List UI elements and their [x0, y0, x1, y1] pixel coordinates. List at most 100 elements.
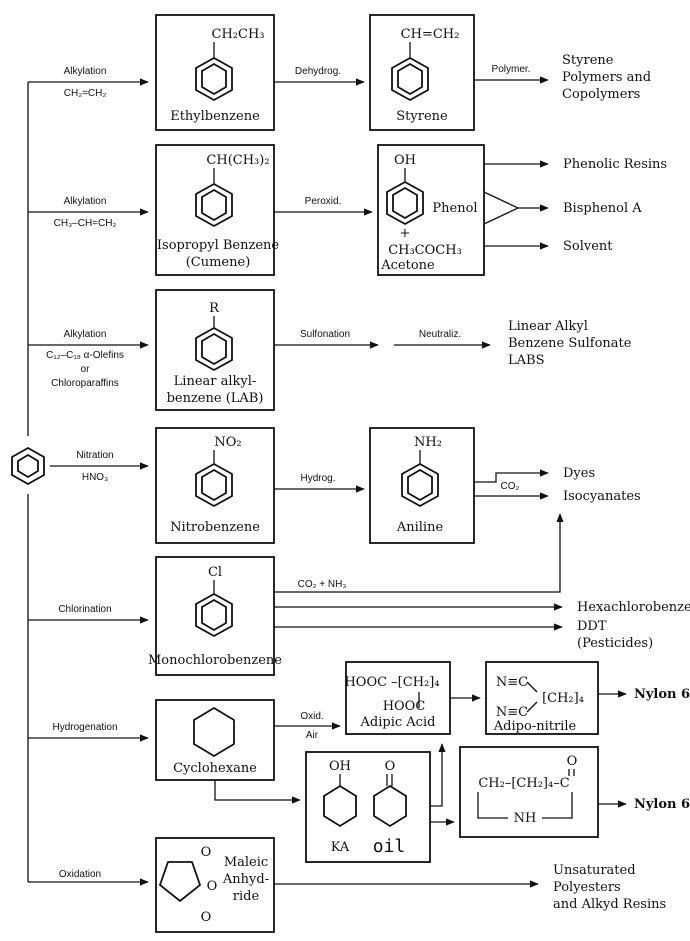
product-polyesters-3: and Alkyd Resins	[553, 897, 666, 912]
product-isocyanates: Isocyanates	[563, 489, 641, 504]
label-alkylation-3: Alkylation	[64, 329, 107, 340]
product-polyesters-1: Unsaturated	[553, 863, 636, 878]
maleic-name1: Maleic	[224, 855, 268, 870]
label-ethylene: CH₂=CH₂	[64, 88, 107, 99]
label-neutraliz: Neutraliz.	[419, 329, 461, 340]
product-phenolic-resins: Phenolic Resins	[563, 157, 667, 172]
arrow-dyes	[474, 469, 549, 483]
label-sulfonation: Sulfonation	[300, 329, 350, 340]
product-ddt-2: (Pesticides)	[577, 636, 653, 651]
caprolactam-box: CH₂–[CH₂]₄–C O NH	[459, 746, 599, 838]
label-hydrog: Hydrog.	[300, 473, 335, 484]
ka-oil-box: OH O KA oil	[305, 751, 431, 863]
adipic-line2: HOOC	[383, 699, 426, 714]
monochlorobenzene-substituent: Cl	[208, 565, 222, 580]
adiponitrile-line1: N≡C	[496, 675, 528, 690]
maleic-o3: O	[201, 910, 212, 925]
label-hno3: HNO₃	[82, 472, 108, 483]
aniline-substituent: NH₂	[414, 435, 442, 450]
label-nitration: Nitration	[76, 450, 113, 461]
arrow-to-ka-oil	[214, 780, 301, 804]
product-polyesters-2: Polyesters	[553, 880, 621, 895]
product-styrene-2: Polymers and	[562, 70, 651, 85]
label-polymer: Polymer.	[492, 64, 531, 75]
monochlorobenzene-box: Cl Monochlorobenzene	[148, 556, 282, 676]
product-styrene-1: Styrene	[562, 53, 614, 68]
product-hexachlorobenzene: Hexachlorobenzene	[577, 600, 690, 615]
product-bisphenol-a: Bisphenol A	[563, 201, 642, 216]
ethylbenzene-substituent: CH₂CH₃	[212, 27, 265, 42]
maleic-o2: O	[207, 879, 218, 894]
cyclohexane-box: Cyclohexane	[155, 699, 275, 781]
adiponitrile-name: Adipo-nitrile	[493, 719, 577, 734]
aniline-box: NH₂ Aniline	[369, 427, 475, 544]
oil-label: oil	[373, 836, 406, 857]
ethylbenzene-box: CH₂CH₃ Ethylbenzene	[155, 14, 275, 131]
benzene-source	[11, 446, 45, 486]
phenol-plus: +	[400, 226, 411, 241]
lab-name: Linear alkyl-	[174, 374, 257, 389]
label-dehydrog: Dehydrog.	[295, 66, 341, 77]
lab-substituent: R	[209, 301, 220, 316]
styrene-substituent: CH=CH₂	[401, 27, 460, 42]
label-oxid: Oxid.	[300, 711, 323, 722]
label-or: or	[81, 364, 91, 375]
label-air: Air	[306, 730, 319, 741]
ka-label: KA	[331, 840, 350, 855]
maleic-o1: O	[201, 845, 212, 860]
bisphenol-wedge	[483, 191, 520, 225]
phenol-name: Phenol	[432, 201, 477, 216]
lab-name2: benzene (LAB)	[167, 391, 264, 406]
cyclohexane-name: Cyclohexane	[173, 761, 257, 776]
cumene-box: CH(CH₃)₂ Isopropyl Benzene (Cumene)	[155, 144, 279, 276]
product-ddt: DDT	[577, 619, 607, 634]
maleic-anhydride-box: O O O Maleic Anhyd- ride	[155, 837, 275, 933]
label-chlorination: Chlorination	[58, 604, 111, 615]
phenol-box: OH Phenol + CH₃COCH₃ Acetone	[377, 144, 485, 276]
product-labs-2: Benzene Sulfonate	[508, 336, 632, 351]
adiponitrile-line2: [CH₂]₄	[542, 691, 584, 706]
caprolactam-line1: CH₂–[CH₂]₄–C	[478, 776, 569, 791]
adipic-acid-box: HOOC –[CH₂]₄ HOOC Adipic Acid	[344, 661, 451, 735]
styrene-name: Styrene	[396, 109, 448, 124]
oil-o: O	[385, 759, 396, 774]
adiponitrile-box: N≡C [CH₂]₄ N≡C Adipo-nitrile	[485, 661, 599, 735]
phenol-oh: OH	[394, 153, 416, 168]
label-propylene: CH₃–CH=CH₂	[54, 218, 117, 229]
cumene-name: Isopropyl Benzene	[157, 238, 279, 253]
caprolactam-nh: NH	[514, 811, 537, 826]
product-nylon66: Nylon 66	[634, 687, 690, 702]
acetone-formula: CH₃COCH₃	[388, 243, 462, 258]
nitrobenzene-box: NO₂ Nitrobenzene	[155, 427, 275, 544]
label-oxidation: Oxidation	[59, 869, 101, 880]
label-co2-nh3: CO₂ + NH₃	[298, 579, 347, 590]
label-peroxid: Peroxid.	[305, 196, 342, 207]
arrow-ka-to-adipic	[430, 743, 446, 807]
label-olefins: C₁₂–C₁₈ α-Olefins	[46, 350, 124, 361]
label-alkylation-2: Alkylation	[64, 196, 107, 207]
adipic-line1: HOOC –[CH₂]₄	[344, 675, 439, 690]
styrene-box: CH=CH₂ Styrene	[369, 14, 475, 131]
label-co2: CO₂	[501, 481, 520, 492]
cumene-name2: (Cumene)	[186, 255, 251, 270]
aniline-name: Aniline	[396, 520, 444, 535]
product-styrene-3: Copolymers	[562, 87, 640, 102]
product-labs-1: Linear Alkyl	[508, 319, 588, 334]
product-nylon6: Nylon 6	[634, 797, 690, 812]
product-solvent: Solvent	[563, 239, 613, 254]
label-alkylation-1: Alkylation	[64, 66, 107, 77]
ethylbenzene-name: Ethylbenzene	[170, 109, 260, 124]
maleic-name2: Anhyd-	[222, 872, 269, 887]
nitrobenzene-substituent: NO₂	[214, 435, 241, 450]
caprolactam-o: O	[567, 754, 578, 769]
adipic-acid-name: Adipic Acid	[360, 715, 436, 730]
label-chloroparaffins: Chloroparaffins	[51, 378, 119, 389]
arrow-co2-nh3-isocyanates	[274, 513, 564, 593]
adiponitrile-line3: N≡C	[496, 705, 528, 720]
label-hydrogenation: Hydrogenation	[52, 722, 117, 733]
nitrobenzene-name: Nitrobenzene	[170, 520, 260, 535]
ka-oh: OH	[329, 759, 351, 774]
acetone-name: Acetone	[380, 258, 435, 273]
product-labs-3: LABS	[508, 353, 544, 368]
